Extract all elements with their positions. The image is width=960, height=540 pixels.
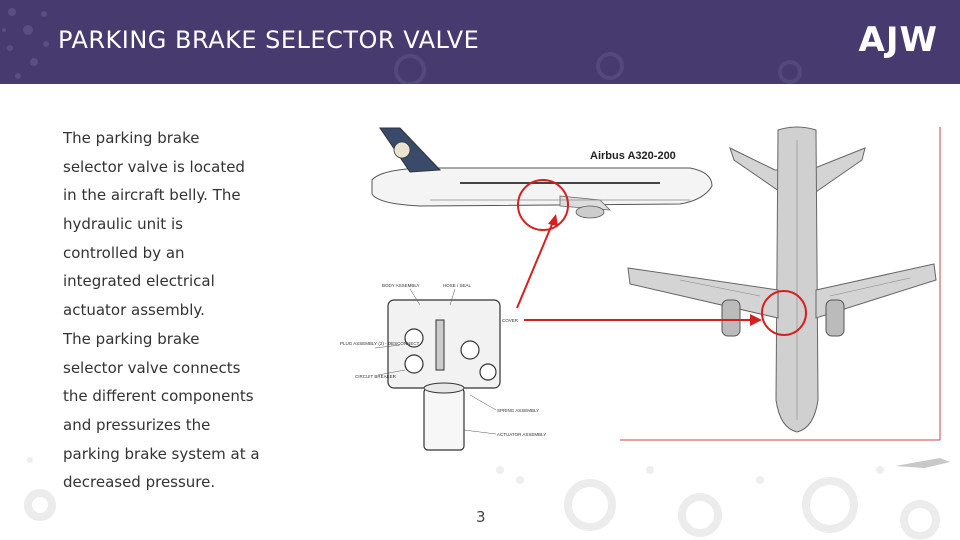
highlight-arrow-line bbox=[516, 221, 554, 309]
callout-label: SPRING ASSEMBLY bbox=[497, 408, 539, 413]
body-line: and pressurizes the bbox=[63, 415, 211, 434]
slide-title: PARKING BRAKE SELECTOR VALVE bbox=[58, 26, 480, 54]
header-dot-pattern bbox=[2, 8, 802, 84]
callout-label: PLUG ASSEMBLY (2) - DESCONNECT bbox=[340, 341, 420, 346]
arrow-head-icon bbox=[548, 214, 558, 226]
arrow-head-icon bbox=[750, 314, 762, 326]
body-line: The parking brake bbox=[63, 129, 200, 147]
callout-label: COVER bbox=[502, 318, 519, 323]
callout-label: CIRCUIT BREAKER bbox=[355, 374, 397, 379]
body-line: controlled by an bbox=[63, 243, 185, 262]
plane-silhouette-icon bbox=[895, 458, 950, 468]
body-line: decreased pressure. bbox=[63, 473, 216, 492]
aircraft-top-view bbox=[627, 126, 937, 433]
selector-valve-drawing bbox=[387, 299, 501, 451]
body-line: selector valve is located bbox=[63, 157, 245, 176]
page-number: 3 bbox=[476, 508, 486, 526]
slide-header: PARKING BRAKE SELECTOR VALVE AJW bbox=[0, 0, 960, 84]
body-line: The parking brake bbox=[63, 329, 200, 348]
topview-highlight-circle bbox=[761, 290, 807, 336]
body-line: hydraulic unit is bbox=[63, 215, 183, 234]
body-line: parking brake system at a bbox=[63, 444, 260, 463]
callout-label: BODY ASSEMBLY bbox=[382, 283, 420, 288]
callout-label: ACTUATOR ASSEMBLY bbox=[497, 432, 546, 437]
aircraft-side-view bbox=[371, 127, 713, 219]
body-line: selector valve connects bbox=[63, 358, 241, 377]
body-line: the different components bbox=[63, 387, 254, 406]
ajw-logo: AJW bbox=[858, 20, 938, 60]
body-text: The parking brake selector valve is loca… bbox=[63, 124, 283, 497]
callout-label: HOSE / SEAL bbox=[443, 283, 472, 288]
body-line: in the aircraft belly. The bbox=[63, 186, 241, 205]
body-line: actuator assembly. bbox=[63, 301, 205, 320]
belly-highlight-circle bbox=[517, 179, 569, 231]
body-line: integrated electrical bbox=[63, 272, 215, 291]
aircraft-model-label: Airbus A320-200 bbox=[590, 150, 676, 162]
